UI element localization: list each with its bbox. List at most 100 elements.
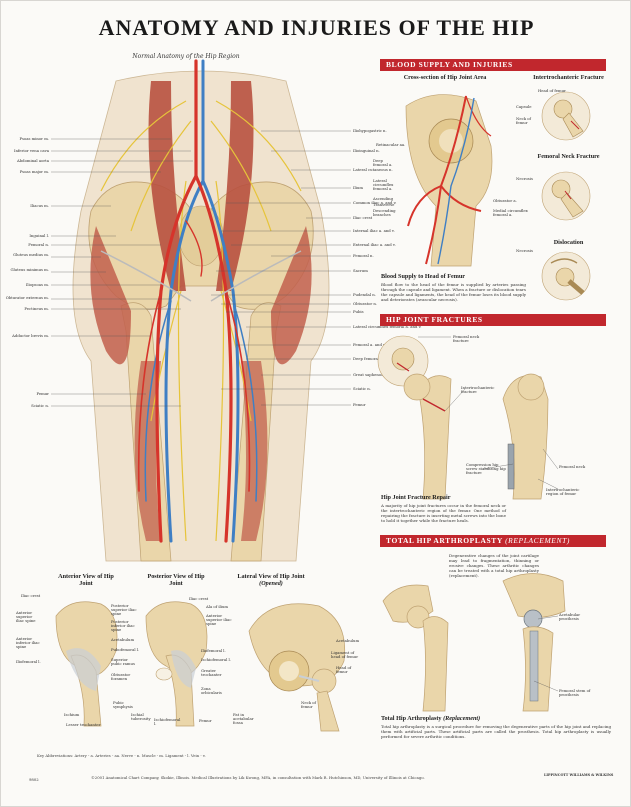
label-ant-aiis: Anterior inferior iliac spine bbox=[16, 636, 40, 649]
arthroplasty-bar-note: (REPLACEMENT) bbox=[505, 536, 570, 545]
label-ant-ischium: Ischium bbox=[64, 712, 80, 717]
label-abdominal-aorta: Abdominal aorta bbox=[17, 158, 49, 163]
lateral-view-illustration bbox=[248, 603, 346, 732]
label-common-iliac: Common iliac a. and v. bbox=[353, 200, 397, 205]
label-lateral-cutaneous: Lateral cutaneous n. bbox=[353, 167, 393, 172]
label-intertrochanteric-fracture: Intertrochanteric fracture bbox=[461, 385, 495, 394]
label-iliohypogastric: Iliohypogastric n. bbox=[353, 128, 387, 133]
main-anatomy-illustration bbox=[51, 59, 351, 562]
label-post-pubofemoral: Pubofemoral l. bbox=[111, 647, 140, 652]
label-inguinal-l: Inguinal l. bbox=[29, 233, 49, 238]
label-iliopsoas: Iliopsoas m. bbox=[25, 282, 49, 287]
cross-section-illustration bbox=[405, 94, 493, 267]
label-internal-iliac: Internal iliac a. and v. bbox=[353, 228, 395, 233]
total-hip-text: Total hip arthroplasty is a surgical pro… bbox=[381, 724, 611, 739]
label-retinacular: Retinacular aa. bbox=[376, 142, 406, 147]
label-iliacus: Iliacus m. bbox=[30, 203, 49, 208]
label-lateral-circumflex: Lateral circumflex femoral a. and v. bbox=[353, 324, 422, 329]
key-abbreviations: Key Abbreviations: Artery - a. Arteries … bbox=[37, 753, 206, 758]
label-pudendal: Pudendal n. bbox=[353, 292, 376, 297]
label-sacrum: Sacrum bbox=[353, 268, 368, 273]
label-psoas-minor: Psoas minor m. bbox=[19, 136, 49, 141]
label-post-psis: Posterior superior iliac spine bbox=[111, 603, 137, 616]
label-neck-of-femur-inter: Neck of femur bbox=[516, 116, 531, 125]
label-femoral-neck-fracture: Femoral neck fracture bbox=[453, 334, 480, 343]
label-lat-asis: Anterior superior iliac spine bbox=[206, 613, 232, 626]
anterior-view-illustration bbox=[55, 601, 118, 727]
label-lat-acetabulum: Acetabulum bbox=[336, 638, 360, 643]
arthroplasty-intro-text: Degenerative changes of the joint cartil… bbox=[449, 553, 539, 578]
label-lat-ischiofemoral: Ischiofemoral l. bbox=[201, 657, 231, 662]
intertrochanteric-title: Intertrochanteric Fracture bbox=[533, 74, 604, 81]
label-post-superior-pubic-ramus: Superior pubic ramus bbox=[111, 657, 135, 666]
arthroplasty-bar-title: TOTAL HIP ARTHROPLASTY bbox=[386, 536, 503, 545]
label-femoral-av: Femoral a. and v. bbox=[353, 342, 386, 347]
label-lat-iliac-crest: Iliac crest bbox=[189, 596, 209, 601]
label-necrosis-disl: Necrosis bbox=[516, 248, 533, 253]
arthroplasty-illustration bbox=[382, 573, 566, 712]
label-intertrochanteric-region: Intertrochanteric region of femur bbox=[546, 487, 580, 496]
copyright-footer: ©2001 Anatomical Chart Company, Skokie, … bbox=[91, 775, 425, 780]
femoral-neck-title: Femoral Neck Fracture bbox=[537, 153, 600, 160]
label-deep-femoral-a: Deep femoral a. bbox=[373, 158, 393, 167]
label-transverse: Transverse bbox=[373, 202, 395, 207]
label-descending: Descending branches bbox=[373, 208, 396, 217]
anterior-view-title: Anterior View of Hip Joint bbox=[58, 573, 114, 587]
lateral-view-title-main: Lateral View of Hip Joint bbox=[237, 573, 305, 580]
cross-section-title: Cross-section of Hip Joint Area bbox=[403, 74, 487, 81]
publisher-logo-text: LIPPINCOTT WILLIAMS & WILKINS bbox=[544, 773, 614, 777]
label-sciatic-n-left: Sciatic n. bbox=[31, 403, 49, 408]
blood-supply-text: Blood flow to the head of the femur is s… bbox=[381, 282, 526, 302]
label-great-saphenous: Great saphenous v. bbox=[353, 372, 390, 377]
label-lat-ligament-head: Ligament of head of femur bbox=[331, 650, 359, 659]
label-lat-greater-trochanter: Greater trochanter bbox=[201, 668, 222, 677]
label-femoral-neck: Femoral neck bbox=[559, 464, 586, 469]
blood-supply-bar: BLOOD SUPPLY AND INJURIES bbox=[380, 59, 606, 71]
fracture-illustration bbox=[377, 335, 559, 500]
label-ascending: Ascending bbox=[373, 196, 394, 201]
label-ilium: Ilium bbox=[353, 185, 363, 190]
label-capsule: Capsule bbox=[516, 104, 532, 109]
label-external-iliac: External iliac a. and v. bbox=[353, 242, 396, 247]
label-lat-femur: Femur bbox=[199, 718, 212, 723]
label-iliac-crest: Iliac crest bbox=[353, 215, 373, 220]
fractures-bar: HIP JOINT FRACTURES bbox=[380, 314, 606, 326]
fracture-repair-title: Hip Joint Fracture Repair bbox=[381, 494, 451, 501]
label-femur-right: Femur bbox=[353, 402, 366, 407]
label-femur-left: Femur bbox=[36, 391, 49, 396]
lateral-view-title: Lateral View of Hip Joint (Opened) bbox=[231, 573, 311, 587]
label-post-pubic-symphysis: Pubic symphysis bbox=[113, 700, 133, 709]
label-acetabular-prosthesis: Acetabular prosthesis bbox=[559, 612, 581, 621]
blood-supply-head-title: Blood Supply to Head of Femur bbox=[381, 273, 466, 280]
label-post-obturator-foramen: Obturator foramen bbox=[111, 672, 131, 681]
label-adductor-brevis: Adductor brevis m. bbox=[12, 333, 49, 338]
label-femoral-n-left: Femoral n. bbox=[28, 242, 49, 247]
posterior-view-illustration bbox=[145, 601, 208, 727]
label-compression-hip-screw: Compression hip screw stabilizing hip fr… bbox=[466, 462, 506, 475]
label-sciatic-n-right: Sciatic n. bbox=[353, 386, 371, 391]
label-post-ischiofemoral: Ischiofemoral l. bbox=[154, 717, 181, 726]
label-lat-iliofemoral: Iliofemoral l. bbox=[201, 648, 226, 653]
label-post-acetabulum: Acetabulum bbox=[111, 637, 135, 642]
label-ant-iliofemoral: Iliofemoral l. bbox=[16, 659, 41, 664]
label-femoral-n-right: Femoral n. bbox=[353, 253, 374, 258]
label-ant-lesser-trochanter: Lesser trochanter bbox=[66, 722, 101, 727]
label-post-ischial-tuberosity: Ischial tuberosity bbox=[131, 712, 151, 721]
posterior-view-title: Posterior View of Hip Joint bbox=[147, 573, 205, 587]
label-lat-ala-of-ilium: Ala of ilium bbox=[206, 604, 229, 609]
label-lat-head-of-femur: Head of femur bbox=[336, 665, 352, 674]
label-pubis: Pubis bbox=[353, 309, 364, 314]
label-obturator-externus: Obturator externus m. bbox=[5, 295, 49, 300]
total-hip-title-main: Total Hip Arthroplasty bbox=[381, 715, 442, 722]
main-subtitle: Normal Anatomy of the Hip Region bbox=[132, 53, 240, 60]
label-ant-asis: Anterior superior iliac spine bbox=[16, 610, 36, 623]
label-post-piis: Posterior inferior iliac spine bbox=[111, 619, 135, 632]
fracture-repair-text: A majority of hip joint fractures occur … bbox=[381, 503, 506, 523]
label-ant-iliac-crest: Iliac crest bbox=[21, 593, 41, 598]
dislocation-illustration bbox=[541, 251, 591, 301]
label-inferior-vena-cava: Inferior vena cava bbox=[13, 148, 49, 153]
label-lateral-circumflex-femoral: Lateral circumflex femoral a. bbox=[373, 178, 394, 191]
lateral-view-note: (Opened) bbox=[259, 580, 283, 587]
dislocation-title: Dislocation bbox=[553, 239, 584, 246]
femoral-neck-illustration bbox=[541, 171, 591, 221]
